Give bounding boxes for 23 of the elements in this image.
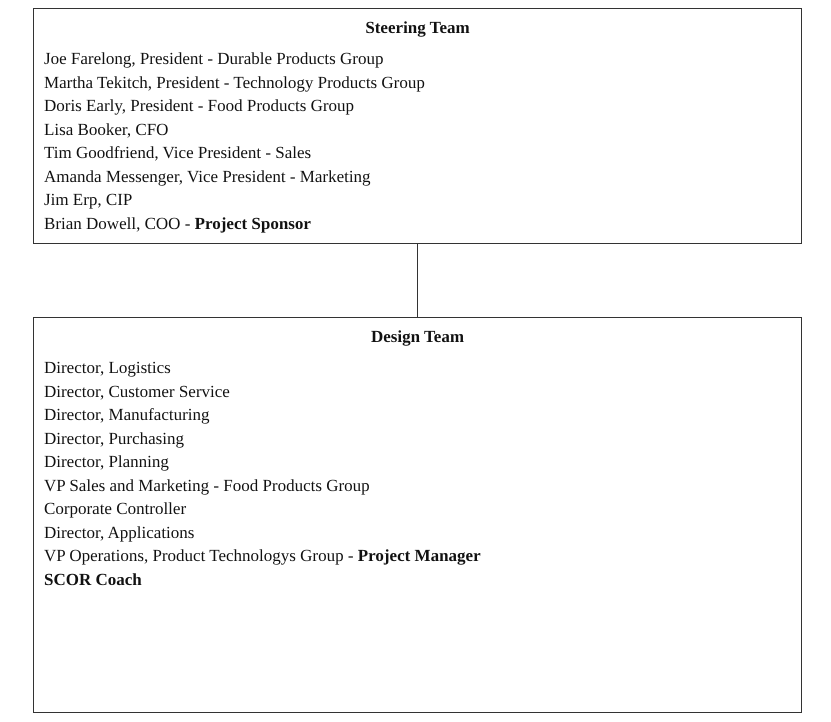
member-entry: Director, Logistics xyxy=(44,357,171,379)
member-entry: Director, Applications xyxy=(44,522,194,544)
team-heading: Design Team xyxy=(370,326,464,348)
member-entry: Amanda Messenger, Vice President - Marketing xyxy=(44,166,371,188)
team-box xyxy=(33,317,802,713)
member-entry: Joe Farelong, President - Durable Products Group xyxy=(44,48,384,70)
member-entry: Lisa Booker, CFO xyxy=(44,118,168,140)
member-entry: SCOR Coach xyxy=(44,568,142,590)
member-entry: VP Sales and Marketing - Food Products Group xyxy=(44,474,370,497)
member-entry: Brian Dowell, COO - Project Sponsor xyxy=(44,212,311,235)
team-box xyxy=(33,8,802,244)
member-entry: VP Operations, Product Technologys Group - Project Manager xyxy=(44,545,481,567)
member-entry: Doris Early, President - Food Products Group xyxy=(44,95,354,117)
member-entry: Corporate Controller xyxy=(44,498,186,520)
member-entry: Tim Goodfriend, Vice President - Sales xyxy=(44,142,312,164)
team-heading: Steering Team xyxy=(365,17,470,39)
member-entry: Jim Erp, CIP xyxy=(44,189,132,211)
member-entry: Director, Purchasing xyxy=(44,428,184,450)
member-entry: Director, Customer Service xyxy=(44,380,230,402)
member-entry: Director, Manufacturing xyxy=(44,404,210,426)
connector-line xyxy=(417,244,418,318)
member-entry: Director, Planning xyxy=(44,451,169,473)
member-entry: Martha Tekitch, President - Technology Products Group xyxy=(44,72,425,94)
